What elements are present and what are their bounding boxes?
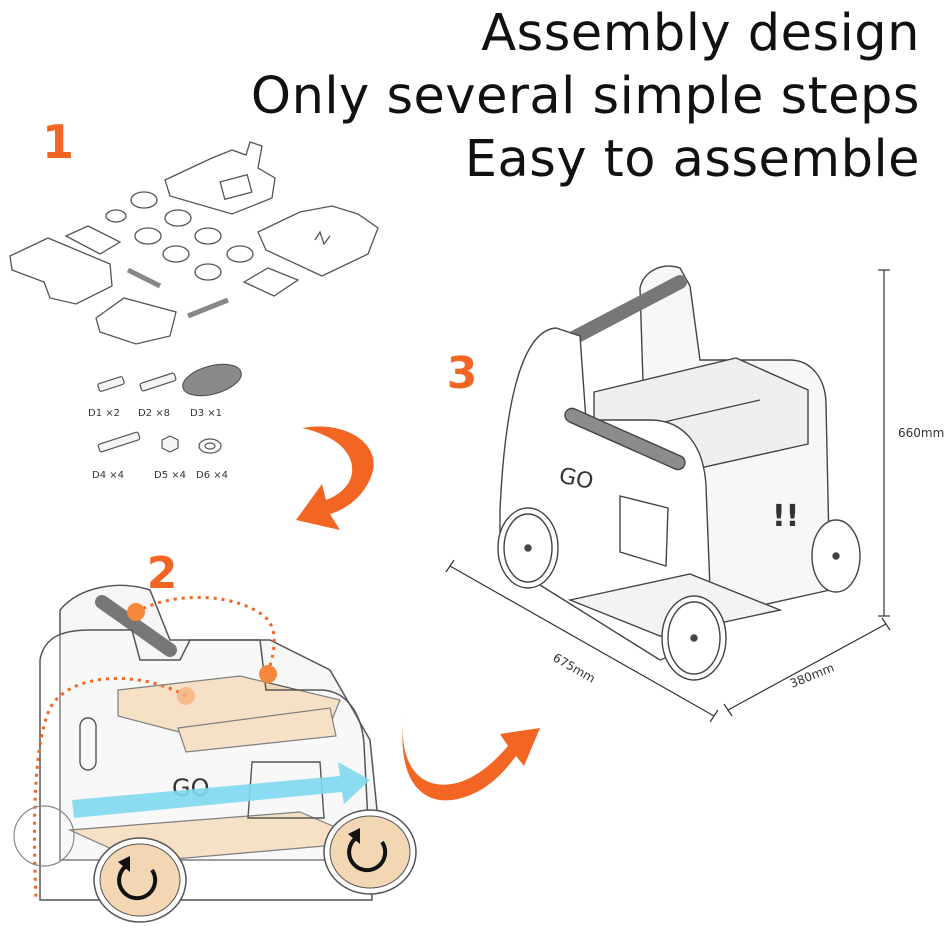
headline-line-2: Only several simple steps (250, 67, 920, 126)
dimension-length-label: 675mm (551, 650, 598, 685)
hardware-d3: D3 ×1 (182, 363, 242, 419)
orange-dot-2 (259, 665, 277, 683)
rod-b4 (126, 267, 162, 289)
hardware-row: D1 ×2 D2 ×8 D3 ×1 D4 ×4 D5 ×4 D6 ×4 (88, 363, 242, 481)
step3-window (619, 495, 669, 567)
step3-handle-slot (564, 407, 686, 471)
handle-slot (79, 717, 97, 771)
hardware-d1-label: D1 ×2 (88, 408, 120, 419)
step2-wheel-left (93, 837, 187, 923)
step-3-number: 3 (447, 348, 478, 399)
step3-seat-divider (663, 399, 761, 423)
step3-wheel-front-right (661, 595, 727, 681)
step-1-badge: 1 (42, 115, 74, 169)
hardware-d5: D5 ×4 (154, 435, 186, 481)
hardware-d4-label: D4 ×4 (92, 470, 124, 481)
rotate-arrow-right-icon (347, 836, 388, 873)
panel-b3 (64, 225, 122, 255)
panel-a2-mark (314, 230, 331, 246)
handle-bar (95, 595, 177, 657)
hardware-d2: D2 ×8 (138, 372, 177, 419)
dimension-width-label: 380mm (788, 660, 836, 690)
rotate-arrow-left-icon (117, 864, 158, 901)
step-3-walker: GO !! (497, 265, 861, 681)
panel-a1 (164, 141, 276, 215)
arrow-step2-to-step3 (402, 714, 540, 801)
rod-c3 (187, 297, 229, 319)
parts-layout (9, 141, 379, 345)
step3-wheel-back (811, 519, 861, 593)
panel-a2 (257, 205, 379, 277)
orange-dot-3 (177, 687, 195, 705)
front-board (177, 707, 337, 753)
step3-handle-bar (555, 275, 687, 351)
step-2-number: 2 (147, 548, 178, 599)
step2-front-panel (39, 629, 373, 901)
dimension-width: 380mm (723, 617, 891, 717)
step-1-number: 1 (42, 115, 74, 169)
hardware-d1: D1 ×2 (88, 376, 125, 419)
headline-line-3: Easy to assemble (464, 130, 920, 189)
hardware-d6: D6 ×4 (196, 438, 228, 481)
step-2-walker: GO (13, 584, 417, 923)
blue-push-arrow (72, 762, 370, 818)
hardware-d6-label: D6 ×4 (196, 470, 228, 481)
panel-c1 (9, 237, 113, 305)
panel-a4 (242, 267, 300, 297)
panel-a1-cutout (219, 173, 253, 201)
panel-c2 (95, 297, 177, 345)
step2-wheel-back (13, 805, 75, 867)
headline: Assembly design Only several simple step… (251, 2, 920, 191)
hardware-d4: D4 ×4 (92, 431, 141, 481)
headline-line-1: Assembly design (481, 4, 920, 63)
exclamation-icon: !! (772, 499, 799, 534)
wheel-discs (105, 191, 254, 281)
step2-wheel-right (323, 809, 417, 895)
dimension-height: 660mm (878, 269, 944, 617)
hardware-d5-label: D5 ×4 (154, 470, 186, 481)
hardware-d3-label: D3 ×1 (190, 408, 222, 419)
hardware-d2-label: D2 ×8 (138, 408, 170, 419)
step3-wheel-front-left (497, 507, 559, 589)
arrow-step1-to-step2 (296, 426, 374, 530)
dimension-height-label: 660mm (898, 426, 944, 440)
orange-dot-1 (127, 603, 145, 621)
step3-front-panel (499, 327, 713, 661)
